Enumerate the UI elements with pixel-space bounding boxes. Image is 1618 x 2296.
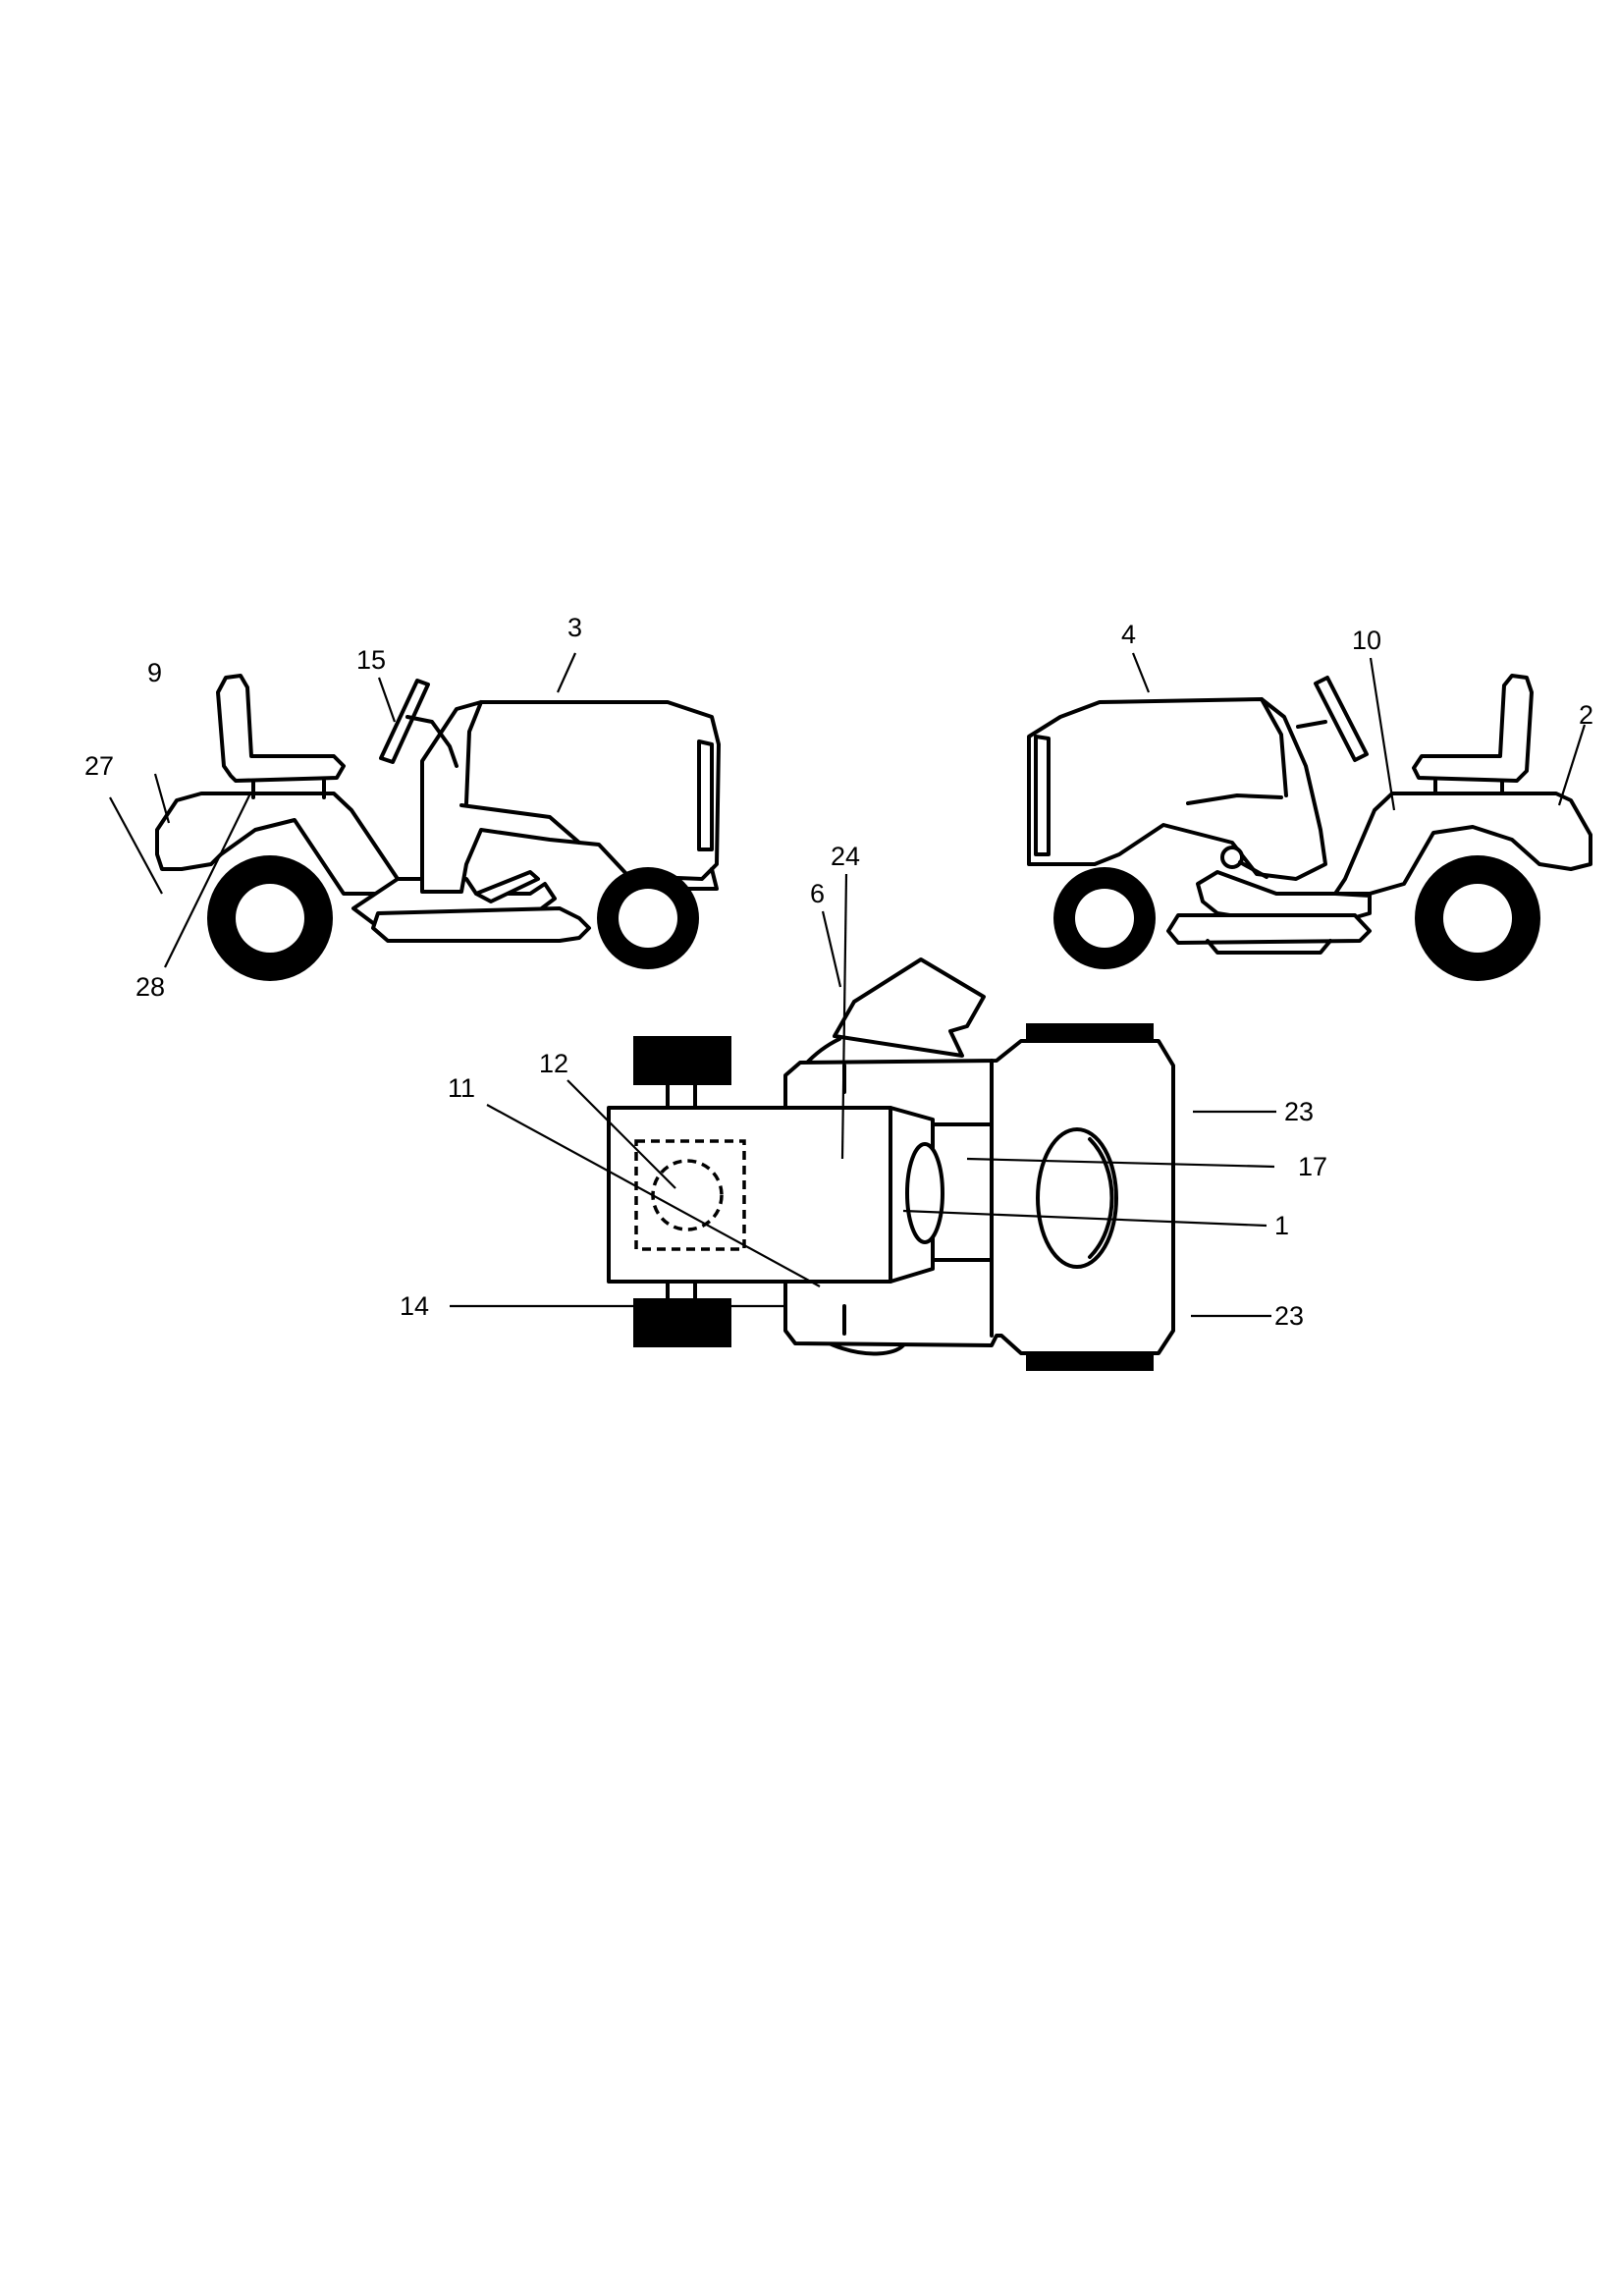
callout-23-lower: 23 [1274,1301,1304,1331]
left-side-view [155,674,721,981]
left-mower-deck [371,906,591,943]
callout-12: 12 [539,1049,568,1078]
callout-28: 28 [135,972,165,1002]
right-steering-wheel [1314,676,1369,762]
right-side-view [1027,674,1592,981]
callout-1: 1 [1274,1211,1289,1240]
left-seat [216,674,346,783]
callout-11: 11 [448,1073,475,1103]
callout-9: 9 [147,658,162,687]
right-running-board [1196,870,1372,925]
top-steering-wheel [1036,1127,1118,1269]
callout-3: 3 [567,613,582,642]
callout-14: 14 [400,1291,429,1321]
top-rear-tire-upper [633,1036,731,1085]
left-steering-wheel [379,679,430,764]
callout-4: 4 [1121,620,1136,649]
left-rear-fender [155,792,400,896]
left-hood [420,700,721,894]
top-fuel-decal-area [634,1139,746,1251]
callout-17: 17 [1298,1152,1327,1181]
right-hood [1027,697,1327,881]
callout-10: 10 [1352,626,1381,655]
leader-lines [109,652,1587,1318]
right-mower-deck [1166,913,1372,945]
callout-27: 27 [84,751,114,781]
callout-15: 15 [356,645,386,675]
top-view [607,957,1175,1371]
top-discharge-chute [833,957,986,1058]
callout-23-upper: 23 [1284,1097,1314,1126]
right-seat [1412,674,1534,783]
callout-24: 24 [831,842,860,871]
callout-2: 2 [1579,700,1593,730]
callout-labels: 9 27 28 15 3 4 10 2 24 6 12 11 14 23 17 … [84,613,1593,1331]
callout-6: 6 [810,879,825,908]
